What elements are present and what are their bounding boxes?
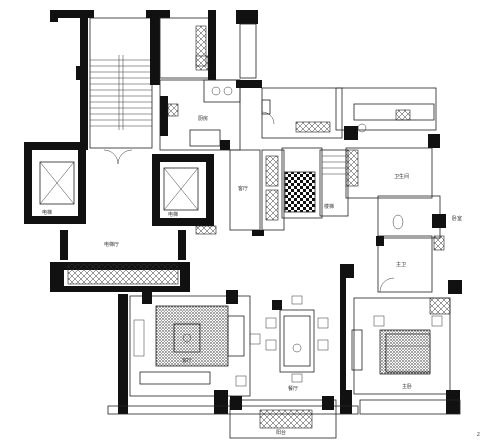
elevator-right: 电梯 (152, 154, 214, 226)
elevator-left: 电梯 (24, 142, 86, 224)
room-label-lobby: 电梯厅 (104, 241, 119, 248)
elevator-label-right: 电梯 (168, 211, 178, 218)
room-label-bath: 卫生间 (394, 173, 409, 180)
outer-walls: 阳台 (107, 390, 461, 439)
bath-master: 主卫 (376, 195, 462, 294)
room-label-bedroom: 卧室 (452, 215, 462, 222)
room-label-balcony: 阳台 (276, 429, 286, 436)
room-label-living-lower: 客厅 (182, 357, 192, 364)
kitchen: 厨房 (159, 79, 275, 151)
dining-area: 餐厅 (265, 295, 329, 392)
elevator-lobby: 电梯厅 (50, 149, 217, 292)
stair-core (50, 10, 170, 150)
storage-top (159, 10, 258, 80)
room-label-dining: 餐厅 (288, 385, 298, 392)
living-room: 客厅 (118, 290, 261, 397)
room-label-stair: 楼梯 (324, 203, 334, 210)
stair-checker: 楼梯 (281, 147, 349, 219)
corner-mark: z (476, 431, 480, 438)
room-label-living: 客厅 (238, 185, 248, 192)
hall: 客厅 (220, 140, 285, 236)
room-label-master: 主卧 (402, 383, 412, 390)
room-label-kitchen: 厨房 (198, 115, 208, 122)
bathroom-top-right: 卫生间 (261, 87, 440, 199)
room-label-master-bath: 主卫 (396, 261, 406, 268)
master-bedroom: 主卧 (340, 264, 460, 414)
elevator-label-left: 电梯 (42, 209, 52, 216)
